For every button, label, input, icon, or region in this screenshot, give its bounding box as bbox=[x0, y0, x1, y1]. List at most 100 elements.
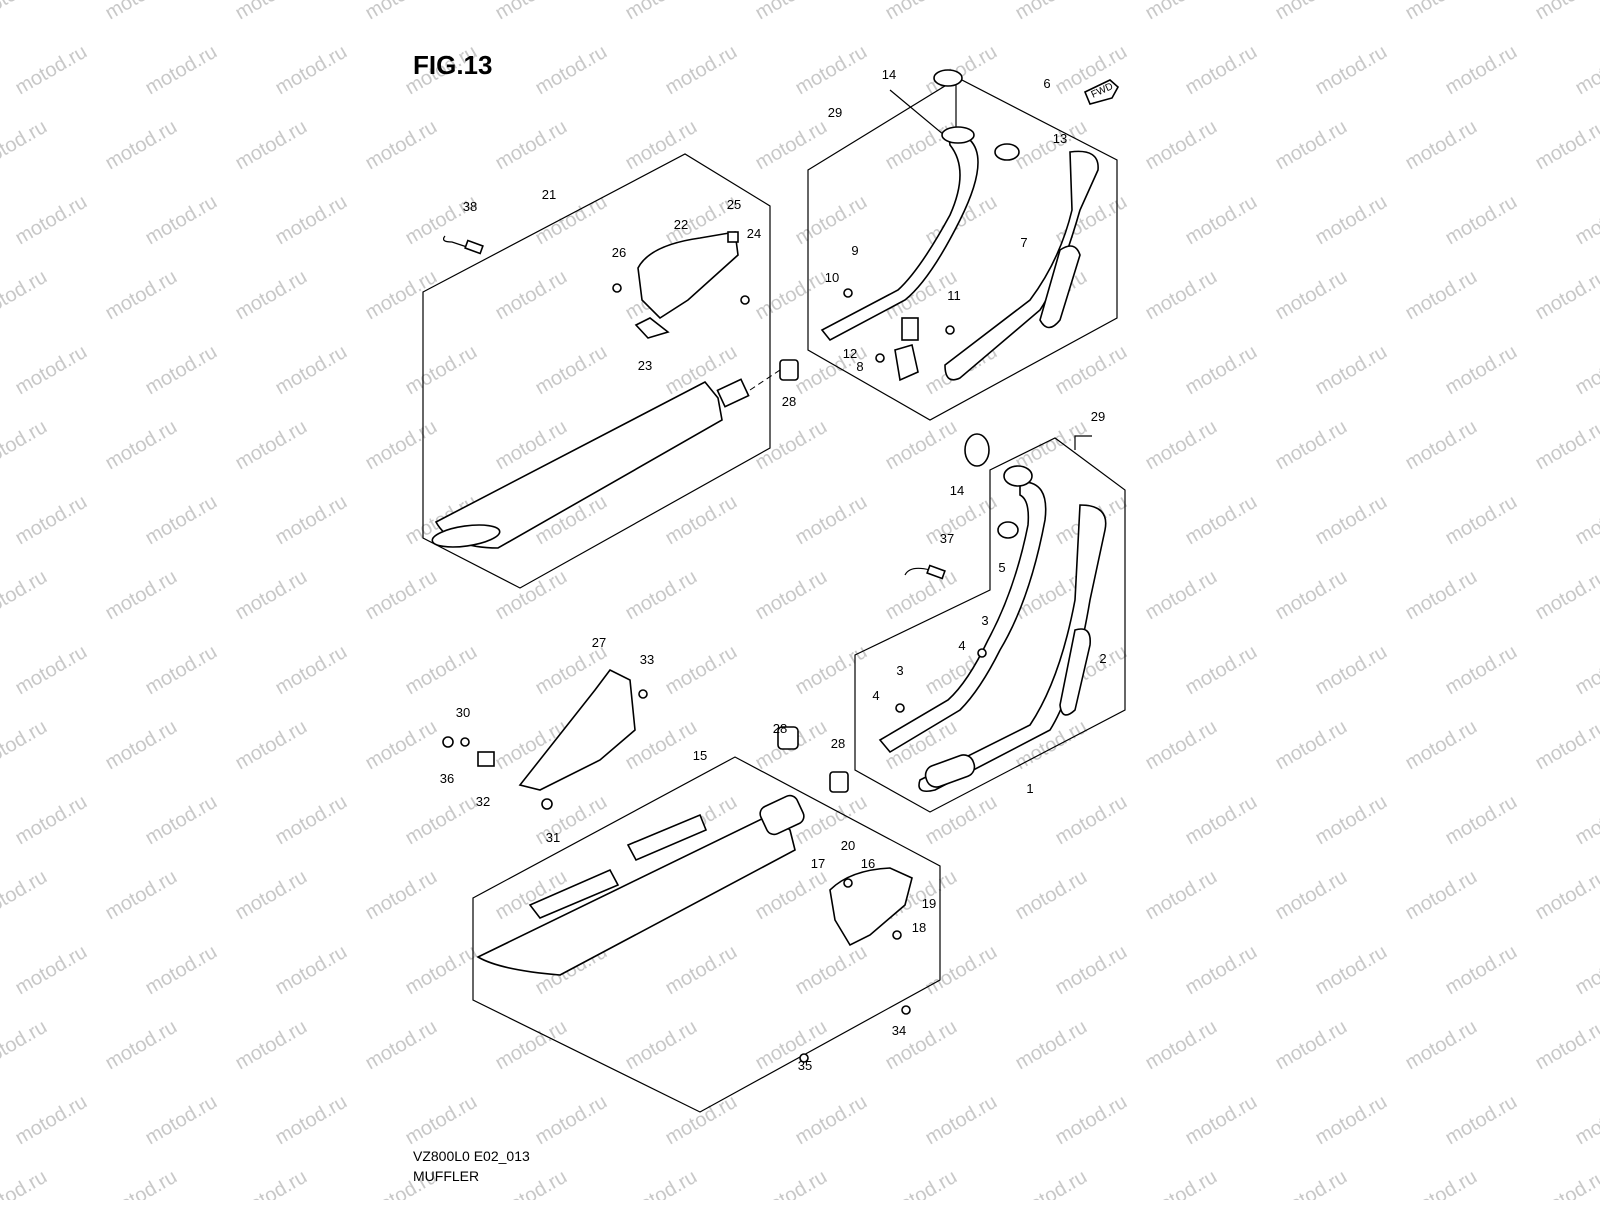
watermark-text: motod.ru bbox=[752, 416, 831, 475]
bolt-18 bbox=[893, 931, 901, 939]
watermark-text: motod.ru bbox=[232, 116, 311, 175]
watermark-text: motod.ru bbox=[1052, 791, 1131, 850]
watermark-text: motod.ru bbox=[272, 641, 351, 700]
watermark-text: motod.ru bbox=[1312, 1091, 1391, 1150]
watermark-text: motod.ru bbox=[532, 41, 611, 100]
callout-14: 14 bbox=[950, 483, 964, 498]
watermark-text: motod.ru bbox=[1052, 941, 1131, 1000]
callout-13: 13 bbox=[1053, 131, 1067, 146]
watermark-text: motod.ru bbox=[662, 1091, 741, 1150]
watermark-text: motod.ru bbox=[1012, 416, 1091, 475]
watermark-text: motod.ru bbox=[1182, 1091, 1261, 1150]
watermark-text: motod.ru bbox=[1442, 791, 1521, 850]
callout-20: 20 bbox=[841, 838, 855, 853]
callout-28: 28 bbox=[831, 736, 845, 751]
watermark-text: motod.ru bbox=[1402, 866, 1481, 925]
bolt-11 bbox=[946, 326, 954, 334]
watermark-text: motod.ru bbox=[1012, 1016, 1091, 1075]
muffler-inlet-pipe bbox=[717, 379, 748, 406]
watermark-text: motod.ru bbox=[0, 1166, 51, 1200]
watermark-text: motod.ru bbox=[1272, 416, 1351, 475]
watermark-text: motod.ru bbox=[622, 0, 701, 24]
watermark-text: motod.ru bbox=[1532, 866, 1600, 925]
watermark-text: motod.ru bbox=[792, 641, 871, 700]
watermark-text: motod.ru bbox=[492, 0, 571, 24]
watermark-text: motod.ru bbox=[1572, 41, 1600, 100]
watermark-text: motod.ru bbox=[1182, 41, 1261, 100]
watermark-text: motod.ru bbox=[0, 566, 51, 625]
watermark-text: motod.ru bbox=[12, 491, 91, 550]
clip-12 bbox=[876, 354, 884, 362]
washer-30 bbox=[461, 738, 469, 746]
watermark-text: motod.ru bbox=[1312, 341, 1391, 400]
watermark-text: motod.ru bbox=[752, 866, 831, 925]
callout-18: 18 bbox=[912, 920, 926, 935]
watermark-text: motod.ru bbox=[232, 866, 311, 925]
callout-28: 28 bbox=[782, 394, 796, 409]
watermark-text: motod.ru bbox=[922, 1091, 1001, 1150]
watermark-text: motod.ru bbox=[532, 341, 611, 400]
callout-27: 27 bbox=[592, 635, 606, 650]
watermark-text: motod.ru bbox=[1182, 491, 1261, 550]
watermark-text: motod.ru bbox=[1182, 791, 1261, 850]
callout-28: 28 bbox=[773, 721, 787, 736]
watermark-text: motod.ru bbox=[1312, 791, 1391, 850]
watermark-text: motod.ru bbox=[792, 941, 871, 1000]
callout-3: 3 bbox=[896, 663, 903, 678]
watermark-text: motod.ru bbox=[1572, 1091, 1600, 1150]
watermark-text: motod.ru bbox=[1142, 716, 1221, 775]
watermark-text: motod.ru bbox=[272, 791, 351, 850]
callout-1: 1 bbox=[1026, 781, 1033, 796]
bushing-31 bbox=[542, 799, 552, 809]
callout-32: 32 bbox=[476, 794, 490, 809]
watermark-text: motod.ru bbox=[102, 866, 181, 925]
watermark-text: motod.ru bbox=[1142, 416, 1221, 475]
gasket-14 bbox=[934, 70, 962, 86]
figure-title: FIG.13 bbox=[413, 50, 492, 81]
watermark-text: motod.ru bbox=[12, 41, 91, 100]
watermark-text: motod.ru bbox=[662, 941, 741, 1000]
watermark-text: motod.ru bbox=[1572, 791, 1600, 850]
watermark-text: motod.ru bbox=[1052, 1091, 1131, 1150]
callout-36: 36 bbox=[440, 771, 454, 786]
callout-12: 12 bbox=[843, 346, 857, 361]
watermark-text: motod.ru bbox=[922, 491, 1001, 550]
watermark-text: motod.ru bbox=[1142, 566, 1221, 625]
watermark-text: motod.ru bbox=[1442, 191, 1521, 250]
watermark-text: motod.ru bbox=[12, 191, 91, 250]
watermark-text: motod.ru bbox=[232, 1166, 311, 1200]
watermark-text: motod.ru bbox=[12, 341, 91, 400]
watermark-text: motod.ru bbox=[102, 1166, 181, 1200]
watermark-text: motod.ru bbox=[922, 941, 1001, 1000]
watermark-text: motod.ru bbox=[232, 566, 311, 625]
callout-3: 3 bbox=[981, 613, 988, 628]
heat-shield-pad-c bbox=[923, 752, 978, 790]
watermark-text: motod.ru bbox=[882, 1166, 961, 1200]
watermark-text: motod.ru bbox=[362, 0, 441, 24]
callout-25: 25 bbox=[727, 197, 741, 212]
watermark-text: motod.ru bbox=[142, 791, 221, 850]
watermark-text: motod.ru bbox=[1442, 491, 1521, 550]
watermark-text: motod.ru bbox=[102, 1016, 181, 1075]
watermark-text: motod.ru bbox=[232, 416, 311, 475]
watermark-text: motod.ru bbox=[1442, 941, 1521, 1000]
callout-5: 5 bbox=[998, 560, 1005, 575]
watermark-text: motod.ru bbox=[232, 266, 311, 325]
watermark-text: motod.ru bbox=[922, 41, 1001, 100]
watermark-text: motod.ru bbox=[1572, 191, 1600, 250]
callout-33: 33 bbox=[640, 652, 654, 667]
bracket-8 bbox=[895, 345, 918, 380]
watermark-text: motod.ru bbox=[232, 0, 311, 24]
sensor-37-wire bbox=[905, 568, 930, 575]
watermark-text: motod.ru bbox=[622, 1016, 701, 1075]
watermark-text: motod.ru bbox=[1572, 341, 1600, 400]
watermark-text: motod.ru bbox=[1312, 191, 1391, 250]
clamp-5 bbox=[998, 522, 1018, 538]
watermark-text: motod.ru bbox=[1272, 0, 1351, 24]
watermark-text: motod.ru bbox=[142, 641, 221, 700]
watermark-text: motod.ru bbox=[142, 341, 221, 400]
watermark-text: motod.ru bbox=[622, 1166, 701, 1200]
watermark-text: motod.ru bbox=[0, 1016, 51, 1075]
callout-29: 29 bbox=[1091, 409, 1105, 424]
callout-4: 4 bbox=[958, 638, 965, 653]
